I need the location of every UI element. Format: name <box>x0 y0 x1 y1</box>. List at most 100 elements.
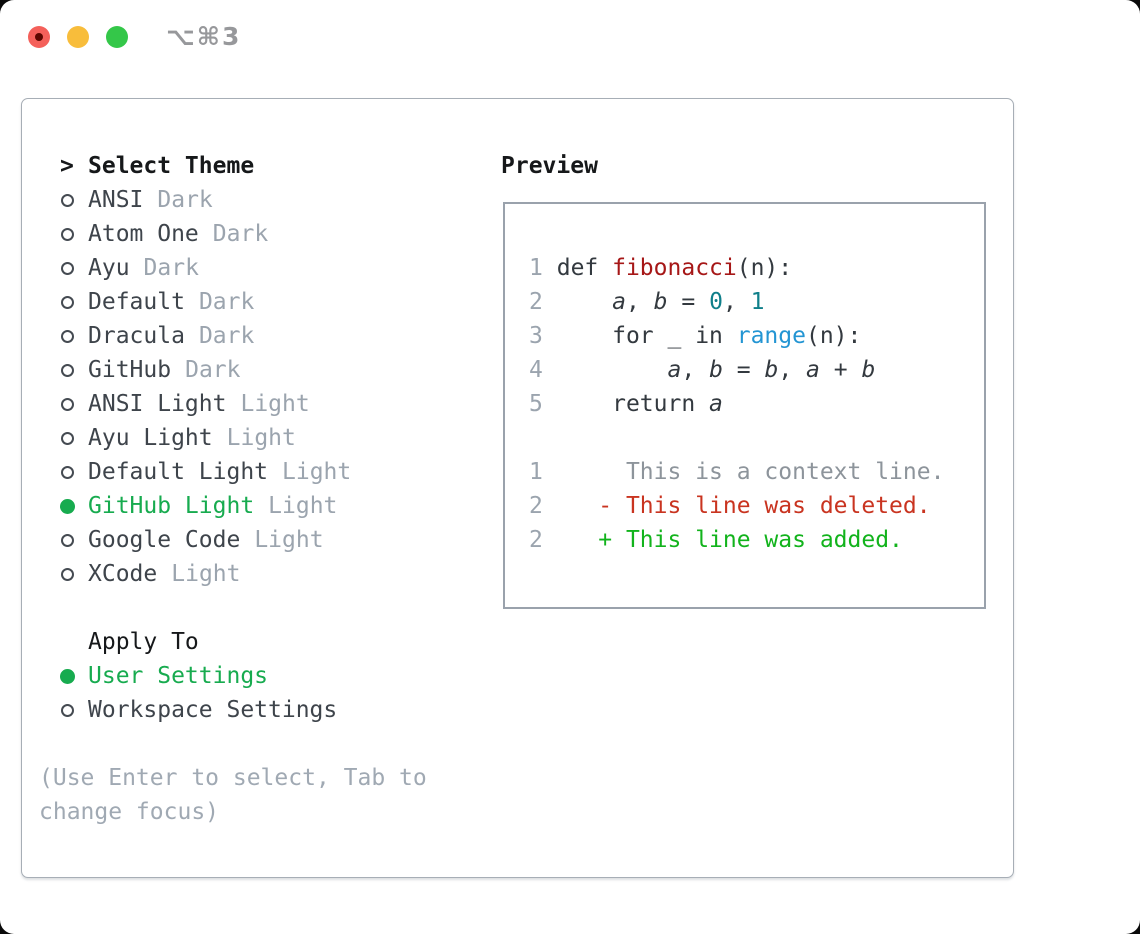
theme-option-ansi-light-light[interactable]: ANSI Light Light <box>60 387 351 421</box>
radio-selected-icon <box>60 668 88 684</box>
code-token: (n): <box>805 323 862 349</box>
theme-variant: Dark <box>143 255 199 281</box>
code-token: range <box>736 323 806 349</box>
theme-name: GitHub Light <box>88 493 255 519</box>
cursor-icon: > <box>60 153 74 179</box>
help-line-1: (Use Enter to select, Tab to <box>39 765 427 791</box>
window-title: ⌥⌘3 <box>166 22 242 51</box>
theme-variant: Light <box>226 425 296 451</box>
code-token: , <box>722 289 751 315</box>
radio-icon <box>60 397 88 411</box>
zoom-button[interactable] <box>106 26 128 48</box>
code-token: b <box>709 357 723 383</box>
code-token: = <box>722 357 765 383</box>
radio-icon <box>60 261 88 275</box>
code-token <box>557 493 599 519</box>
code-token: , <box>625 289 654 315</box>
code-token: , <box>778 357 807 383</box>
theme-name: Default Light <box>88 459 269 485</box>
theme-variant: Light <box>268 493 338 519</box>
radio-icon <box>60 329 88 343</box>
code-token: (n): <box>736 255 793 281</box>
theme-name: Google Code <box>88 527 241 553</box>
theme-name: XCode <box>88 561 158 587</box>
code-token: 1 <box>750 289 765 315</box>
help-text: (Use Enter to select, Tab to change focu… <box>39 761 427 829</box>
code-line: 2 + This line was added. <box>529 523 974 557</box>
code-token: This is a context line. <box>556 459 945 485</box>
theme-option-ansi-dark[interactable]: ANSI Dark <box>60 183 351 217</box>
theme-name: ANSI <box>88 187 144 213</box>
theme-variant: Dark <box>157 187 213 213</box>
theme-variant: Dark <box>212 221 269 247</box>
theme-name: GitHub <box>88 357 172 383</box>
code-line: 4 a, b = b, a + b <box>529 353 974 387</box>
code-token: + This line was added. <box>598 527 903 553</box>
theme-option-default-dark[interactable]: Default Dark <box>60 285 351 319</box>
radio-icon <box>60 431 88 445</box>
code-token: - This line was deleted. <box>598 493 931 519</box>
blank-line <box>529 421 974 455</box>
code-token: = <box>667 289 710 315</box>
line-number: 3 <box>529 323 543 349</box>
apply-option-workspace-settings[interactable]: Workspace Settings <box>60 693 337 727</box>
theme-option-ayu-dark[interactable]: Ayu Dark <box>60 251 351 285</box>
theme-variant: Dark <box>198 323 255 349</box>
code-token <box>557 357 668 383</box>
code-token: for _ in <box>556 323 737 349</box>
theme-name: ANSI Light <box>88 391 227 417</box>
apply-option-user-settings[interactable]: User Settings <box>60 659 337 693</box>
radio-icon <box>60 533 88 547</box>
line-number: 1 <box>529 255 543 281</box>
code-token: a <box>612 289 626 315</box>
theme-name: Ayu <box>88 255 130 281</box>
theme-list-header: > Select Theme <box>60 149 351 183</box>
code-token: b <box>653 289 668 315</box>
apply-option-label: User Settings <box>88 663 269 689</box>
radio-icon <box>60 193 88 207</box>
theme-option-github-light-light[interactable]: GitHub Light Light <box>60 489 351 523</box>
radio-icon <box>60 703 88 717</box>
theme-option-xcode-light[interactable]: XCode Light <box>60 557 351 591</box>
code-line: 5 return a <box>529 387 974 421</box>
code-token: fibonacci <box>612 255 737 281</box>
minimize-button[interactable] <box>67 26 89 48</box>
theme-list-title: Select Theme <box>88 153 255 179</box>
help-line-2: change focus) <box>39 799 220 825</box>
theme-variant: Light <box>240 391 310 417</box>
theme-option-default-light-light[interactable]: Default Light Light <box>60 455 351 489</box>
code-token: return <box>556 391 710 417</box>
code-token: 0 <box>709 289 723 315</box>
radio-icon <box>60 567 88 581</box>
close-dot-icon <box>35 33 43 41</box>
code-line: 2 - This line was deleted. <box>529 489 974 523</box>
code-token: + <box>819 357 862 383</box>
code-token: b <box>764 357 779 383</box>
apply-option-label: Workspace Settings <box>88 697 338 723</box>
code-line: 3 for _ in range(n): <box>529 319 974 353</box>
theme-option-atom-one-dark[interactable]: Atom One Dark <box>60 217 351 251</box>
line-number: 2 <box>529 493 543 519</box>
theme-variant: Light <box>282 459 352 485</box>
theme-name: Atom One <box>88 221 199 247</box>
apply-to-header: Apply To <box>60 625 337 659</box>
code-token <box>557 527 599 553</box>
line-number: 4 <box>529 357 543 383</box>
radio-icon <box>60 227 88 241</box>
code-token: a <box>806 357 820 383</box>
theme-variant: Dark <box>198 289 255 315</box>
close-button[interactable] <box>28 26 50 48</box>
theme-name: Default <box>88 289 185 315</box>
line-number: 2 <box>529 289 543 315</box>
code-line: 2 a, b = 0, 1 <box>529 285 974 319</box>
code-line: 1 def fibonacci(n): <box>529 251 974 285</box>
theme-variant: Light <box>171 561 241 587</box>
